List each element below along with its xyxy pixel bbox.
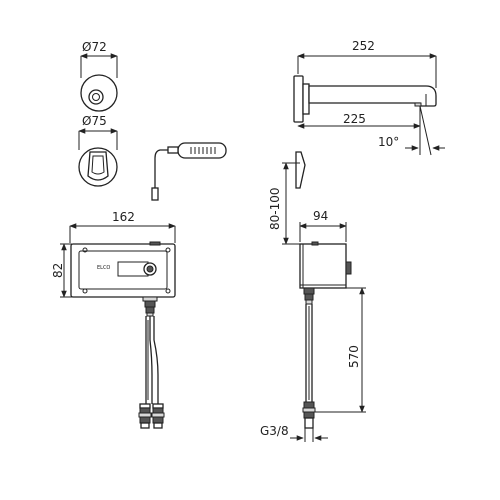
spout-side-view: 252 225 10°	[293, 39, 445, 156]
dim-range: 80-100	[268, 187, 282, 230]
round-cover-72-view: Ø72	[80, 40, 118, 112]
dim-len252: 252	[352, 39, 375, 53]
round-cover-75-view: Ø75	[78, 114, 118, 187]
control-box-front: 162 82 ELCO	[51, 210, 176, 302]
dim-angle: 10°	[378, 135, 399, 149]
sensor-cable	[151, 142, 227, 201]
logo-text: ELCO	[97, 265, 110, 271]
dim-h570: 570	[347, 345, 361, 368]
dim-h82: 82	[51, 263, 65, 278]
hose-side-view: 570 G3/8	[260, 287, 366, 442]
dim-d75: Ø75	[82, 114, 107, 128]
control-box-side: 94	[299, 209, 352, 289]
dim-d72: Ø72	[82, 40, 107, 54]
dim-w162: 162	[112, 210, 135, 224]
dim-len225: 225	[343, 112, 366, 126]
hoses-front	[138, 300, 165, 429]
wall-range-view: 80-100	[268, 151, 306, 245]
dim-w94: 94	[313, 209, 328, 223]
dim-thread: G3/8	[260, 424, 289, 438]
